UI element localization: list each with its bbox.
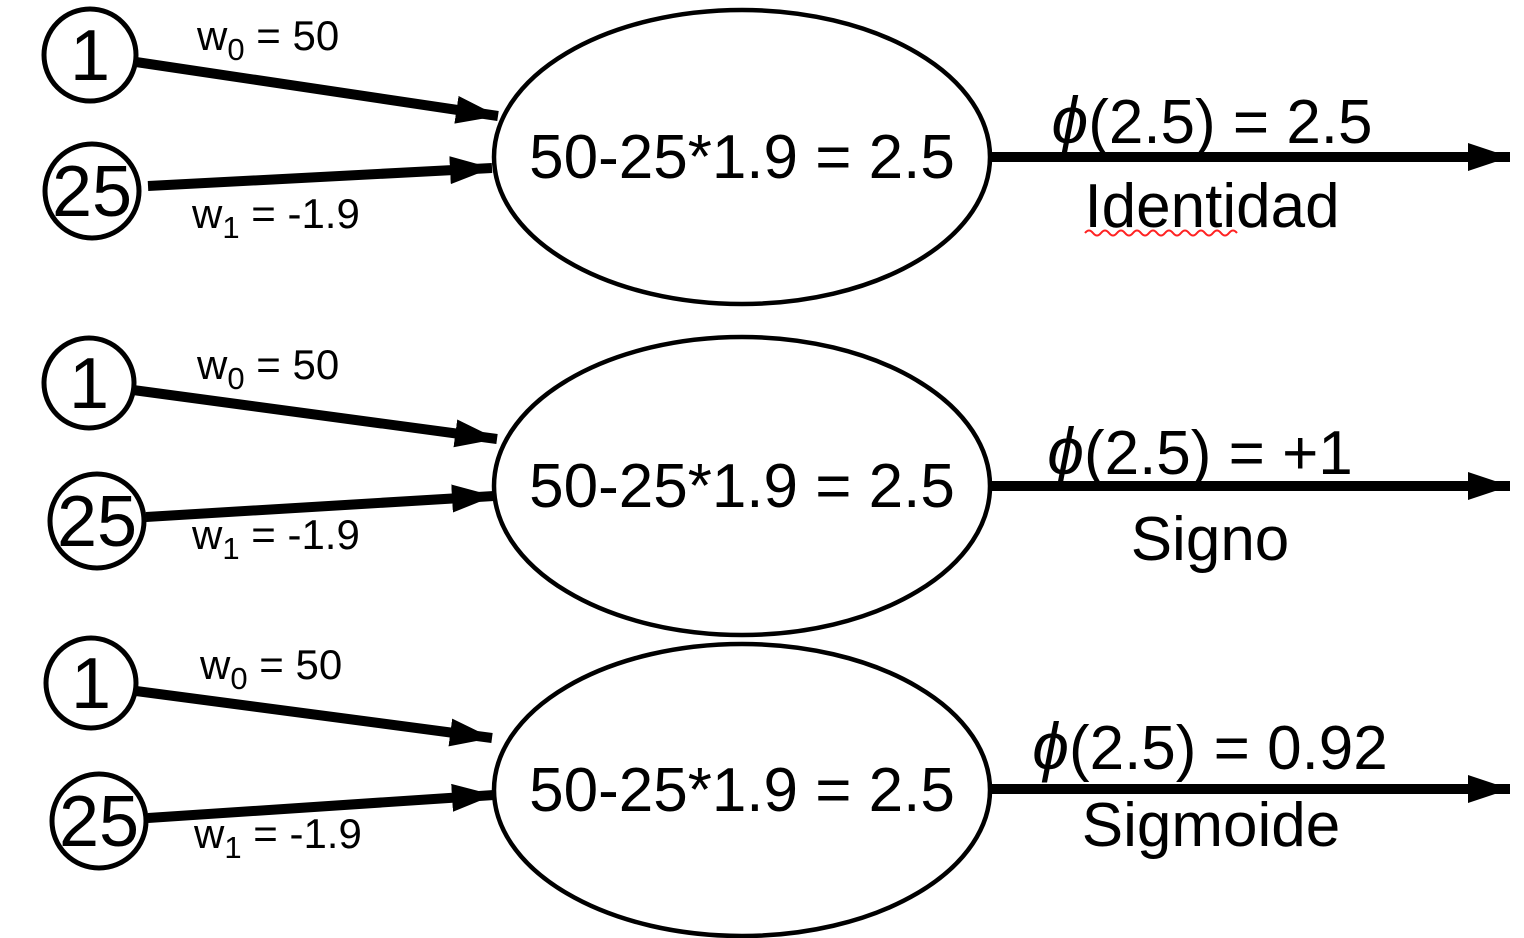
phi-symbol: ϕ: [1051, 83, 1088, 157]
activation-name: Signo: [1131, 505, 1290, 574]
weight0-label: w0 = 50: [199, 641, 342, 696]
bias-node-value: 1: [70, 16, 110, 96]
bias-node-circle: [41, 335, 137, 431]
bias-node-value: 1: [71, 644, 111, 724]
weight1-arrow: [147, 783, 495, 823]
bias-node-circle: [43, 635, 139, 731]
spellcheck-underline: [1084, 229, 1238, 237]
weight1-label: w1 = -1.9: [191, 190, 360, 245]
phi-symbol: ϕ: [1047, 414, 1084, 488]
weight1-arrow: [145, 484, 495, 522]
weight1-label: w1 = -1.9: [191, 511, 360, 566]
activation-name: Sigmoide: [1082, 791, 1340, 860]
neuron-ellipse: [491, 334, 993, 638]
input-node-value: 25: [52, 152, 132, 232]
perceptron-row-signo: 1 25 w0 = 50 w1 = -1.9 50-25*1.9 = 2.5 ϕ…: [41, 334, 1510, 638]
weight0-label: w0 = 50: [196, 341, 339, 396]
net-input-text: 50-25*1.9 = 2.5: [529, 756, 955, 825]
weight0-label: w0 = 50: [196, 12, 339, 67]
neuron-ellipse: [491, 7, 993, 307]
net-input-text: 50-25*1.9 = 2.5: [529, 123, 955, 192]
activation-output-label: ϕ(2.5) = 0.92: [1032, 709, 1388, 783]
input-node-value: 25: [59, 782, 139, 862]
weight1-arrow: [147, 156, 493, 191]
weight0-arrow: [135, 686, 493, 747]
activation-output-label: ϕ(2.5) = 2.5: [1051, 83, 1372, 157]
weight0-arrow: [132, 385, 498, 448]
activation-output-label: ϕ(2.5) = +1: [1047, 414, 1353, 488]
input-node-value: 25: [57, 482, 137, 562]
perceptron-row-sigmoide: 1 25 w0 = 50 w1 = -1.9 50-25*1.9 = 2.5 ϕ…: [43, 635, 1510, 938]
input-node-circle: [49, 771, 149, 871]
net-input-text: 50-25*1.9 = 2.5: [529, 452, 955, 521]
bias-node-value: 1: [69, 344, 109, 424]
phi-symbol: ϕ: [1032, 709, 1069, 783]
neuron-ellipse: [491, 641, 993, 938]
perceptron-row-identidad: 1 25 w0 = 50 w1 = -1.9 50-25*1.9 = 2.5 ϕ…: [41, 6, 1510, 307]
activation-name: Identidad: [1084, 172, 1339, 241]
bias-node-circle: [41, 6, 139, 104]
input-node-circle: [47, 471, 147, 571]
input-node-circle: [42, 141, 142, 241]
weight1-label: w1 = -1.9: [193, 810, 362, 865]
weight0-arrow: [135, 57, 499, 124]
